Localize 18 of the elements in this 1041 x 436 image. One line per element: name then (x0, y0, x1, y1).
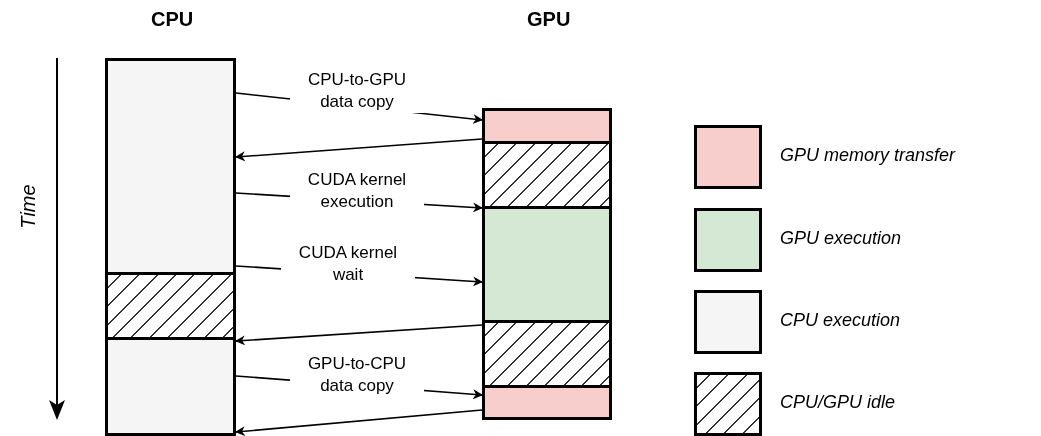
time-segment (105, 337, 236, 436)
time-segment (482, 206, 612, 323)
time-segment (105, 58, 236, 275)
legend-label: GPU execution (780, 228, 902, 249)
time-segment (482, 108, 612, 144)
arrow (235, 324, 483, 346)
legend-label: GPU memory transfer (780, 145, 956, 166)
time-segment (482, 385, 612, 420)
column-heading: GPU (527, 8, 571, 31)
column-heading: CPU (151, 8, 194, 31)
arrow (235, 409, 483, 436)
idle-segment (482, 141, 612, 209)
legend-label: CPU/GPU idle (780, 392, 896, 413)
axis-label: Time (16, 184, 40, 229)
arrow (235, 138, 483, 162)
legend-label: CPU execution (780, 310, 901, 331)
idle-segment (105, 272, 236, 340)
idle-segment (482, 320, 612, 388)
